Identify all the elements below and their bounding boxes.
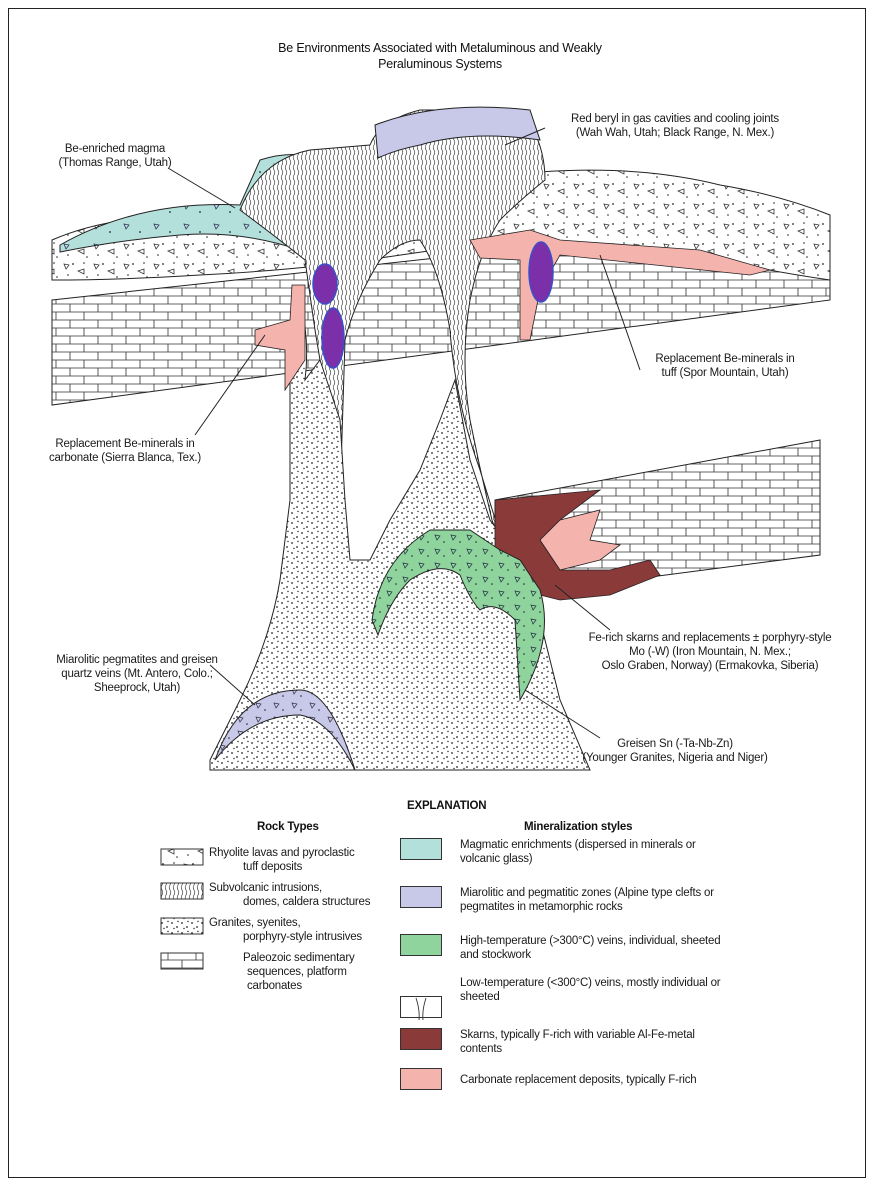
rock-swatch-granite — [161, 918, 203, 934]
mineral-magmatic-l2: volcanic glass) — [460, 852, 696, 866]
label-skarn-line1: Fe-rich skarns and replacements ± porphy… — [560, 631, 860, 645]
label-carb-line2: carbonate (Sierra Blanca, Tex.) — [25, 451, 225, 465]
explanation-heading: EXPLANATION — [407, 800, 486, 812]
label-tuff-line2: tuff (Spor Mountain, Utah) — [630, 366, 820, 380]
rock-type-subvolcanic-l2: domes, caldera structures — [209, 895, 370, 909]
label-carb-line1: Replacement Be-minerals in — [25, 437, 225, 451]
mineral-miarolitic-l1: Miarolitic and pegmatitic zones (Alpine … — [460, 886, 714, 900]
label-red-beryl-line2: (Wah Wah, Utah; Black Range, N. Mex.) — [520, 126, 830, 140]
mineral-skarn-l1: Skarns, typically F-rich with variable A… — [460, 1028, 695, 1042]
rock-type-subvolcanic: Subvolcanic intrusions, domes, caldera s… — [209, 881, 370, 909]
mineral-miarolitic: Miarolitic and pegmatitic zones (Alpine … — [460, 886, 714, 914]
label-miar-line1: Miarolitic pegmatites and greisen — [42, 653, 232, 667]
be-marker-upper-left — [313, 264, 337, 304]
label-greisen-line1: Greisen Sn (-Ta-Nb-Zn) — [560, 737, 790, 751]
rock-type-carbonate-l1: Paleozoic sedimentary — [243, 951, 355, 965]
rock-swatch-carbonate — [161, 953, 203, 969]
mineral-carbonate-replacement: Carbonate replacement deposits, typicall… — [460, 1073, 696, 1087]
swatch-low-temp — [400, 996, 442, 1018]
figure-title-line1: Be Environments Associated with Metalumi… — [230, 40, 650, 56]
rock-type-rhyolite-l2: tuff deposits — [209, 860, 355, 874]
label-magma-line1: Be-enriched magma — [40, 142, 190, 156]
rock-type-carbonate-l2: sequences, platform — [243, 965, 355, 979]
label-miar-line2: quartz veins (Mt. Antero, Colo.; — [42, 667, 232, 681]
figure-title-line2: Peraluminous Systems — [230, 56, 650, 72]
label-greisen-sn: Greisen Sn (-Ta-Nb-Zn) (Younger Granites… — [560, 737, 790, 765]
label-skarn-line2: Mo (-W) (Iron Mountain, N. Mex.; — [560, 645, 860, 659]
mineralization-styles-heading: Mineralization styles — [524, 821, 632, 833]
swatch-magmatic — [400, 838, 442, 860]
swatch-miarolitic — [400, 886, 442, 908]
mineral-miarolitic-l2: pegmatites in metamorphic rocks — [460, 900, 714, 914]
rock-type-granite-l2: porphyry-style intrusives — [209, 930, 362, 944]
mineral-skarn: Skarns, typically F-rich with variable A… — [460, 1028, 695, 1056]
mineral-magmatic: Magmatic enrichments (dispersed in miner… — [460, 838, 696, 866]
mineral-high-temp-l1: High-temperature (>300°C) veins, individ… — [460, 934, 720, 948]
rock-type-rhyolite: Rhyolite lavas and pyroclastic tuff depo… — [209, 846, 355, 874]
be-marker-lower-left — [322, 308, 344, 368]
label-greisen-line2: (Younger Granites, Nigeria and Niger) — [560, 751, 790, 765]
mineral-high-temp: High-temperature (>300°C) veins, individ… — [460, 934, 720, 962]
label-miar-line3: Sheeprock, Utah) — [42, 681, 232, 695]
rock-swatch-subvolcanic — [161, 883, 203, 899]
rock-type-subvolcanic-l1: Subvolcanic intrusions, — [209, 881, 370, 895]
label-skarn-line3: Oslo Graben, Norway) (Ermakovka, Siberia… — [560, 659, 860, 673]
mineral-magmatic-l1: Magmatic enrichments (dispersed in miner… — [460, 838, 696, 852]
rock-types-heading: Rock Types — [257, 821, 319, 833]
rock-type-carbonate: Paleozoic sedimentary sequences, platfor… — [243, 951, 355, 993]
label-magma-line2: (Thomas Range, Utah) — [40, 156, 190, 170]
rock-type-rhyolite-l1: Rhyolite lavas and pyroclastic — [209, 846, 355, 860]
swatch-skarn — [400, 1028, 442, 1050]
mineral-carbonate-replacement-l1: Carbonate replacement deposits, typicall… — [460, 1073, 696, 1087]
figure-title: Be Environments Associated with Metalumi… — [230, 40, 650, 72]
label-red-beryl: Red beryl in gas cavities and cooling jo… — [520, 112, 830, 140]
label-tuff-line1: Replacement Be-minerals in — [630, 352, 820, 366]
mineral-low-temp-l1: Low-temperature (<300°C) veins, mostly i… — [460, 976, 720, 990]
label-red-beryl-line1: Red beryl in gas cavities and cooling jo… — [520, 112, 830, 126]
swatch-carbonate-replacement — [400, 1068, 442, 1090]
mineral-low-temp: Low-temperature (<300°C) veins, mostly i… — [460, 976, 720, 1004]
rock-swatch-rhyolite — [161, 849, 203, 865]
be-marker-right — [529, 242, 553, 302]
label-be-enriched-magma: Be-enriched magma (Thomas Range, Utah) — [40, 142, 190, 170]
rock-type-granite: Granites, syenites, porphyry-style intru… — [209, 916, 362, 944]
label-miarolitic-pegmatites: Miarolitic pegmatites and greisen quartz… — [42, 653, 232, 695]
mineral-low-temp-l2: sheeted — [460, 990, 720, 1004]
rock-type-carbonate-l3: carbonates — [243, 979, 355, 993]
label-replacement-carbonate: Replacement Be-minerals in carbonate (Si… — [25, 437, 225, 465]
label-replacement-tuff: Replacement Be-minerals in tuff (Spor Mo… — [630, 352, 820, 380]
swatch-high-temp — [400, 934, 442, 956]
mineral-skarn-l2: contents — [460, 1042, 695, 1056]
rock-type-granite-l1: Granites, syenites, — [209, 916, 362, 930]
mineral-high-temp-l2: and stockwork — [460, 948, 720, 962]
label-fe-rich-skarns: Fe-rich skarns and replacements ± porphy… — [560, 631, 860, 673]
